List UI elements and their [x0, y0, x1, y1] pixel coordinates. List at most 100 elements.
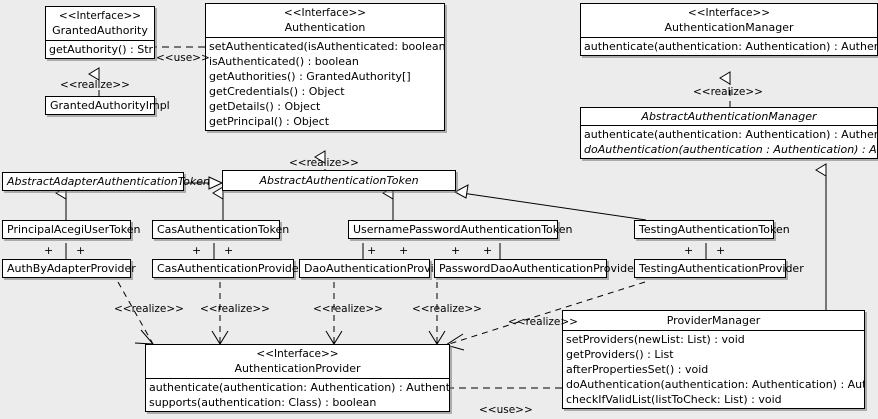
class-abstract-authentication-manager[interactable]: AbstractAuthenticationManager authentica… — [580, 107, 878, 159]
member-item: getProviders() : List — [566, 348, 674, 361]
edge-label-realize-dao-provider: <<realize>> — [313, 303, 383, 315]
class-name-label: GrantedAuthorityImpl — [50, 99, 170, 112]
edge-label-realize-testing-provider: <<realize>> — [508, 316, 578, 328]
class-name-label: UsernamePasswordAuthenticationToken — [353, 223, 573, 236]
member-item: setProviders(newList: List) : void — [566, 333, 745, 346]
member-item: afterPropertiesSet() : void — [566, 363, 709, 376]
edge-generalize-testing-token — [453, 184, 647, 221]
class-header: PrincipalAcegiUserToken — [3, 221, 141, 238]
member-item: doAuthentication(authentication : Authen… — [584, 143, 877, 156]
class-header: <<Interface>> Authentication — [206, 4, 444, 37]
class-authentication[interactable]: <<Interface>> Authentication setAuthenti… — [205, 3, 445, 131]
class-header: <<Interface>> AuthenticationManager — [581, 4, 877, 37]
class-granted-authority[interactable]: <<Interface>> GrantedAuthority getAuthor… — [45, 6, 155, 59]
class-cas-authentication-token[interactable]: CasAuthenticationToken — [152, 220, 290, 239]
member-list: setProviders(newList: List) : void getPr… — [563, 330, 864, 408]
stereotype-label: <<Interface>> — [256, 348, 339, 360]
member-item: getDetails() : Object — [209, 100, 321, 113]
member-item: setAuthenticated(isAuthenticated: boolea… — [209, 40, 444, 53]
class-header: <<Interface>> AuthenticationProvider — [146, 345, 449, 378]
multiplicity-upat-mid: + — [399, 244, 409, 257]
edge-label-realize-authentication-manager: <<realize>> — [693, 86, 763, 98]
class-name-label: TestingAuthenticationToken — [639, 223, 790, 236]
class-header: <<Interface>> GrantedAuthority — [46, 7, 154, 40]
class-name-label: CasAuthenticationProvider — [157, 262, 304, 275]
member-item: authenticate(authentication: Authenticat… — [584, 128, 877, 141]
multiplicity-upat-right: + — [451, 244, 461, 257]
class-header: DaoAuthenticationProvider — [300, 260, 452, 277]
class-header: TestingAuthenticationProvider — [635, 260, 804, 277]
class-name-label: GrantedAuthority — [52, 24, 148, 37]
class-header: ProviderManager — [563, 311, 864, 330]
member-item: supports(authentication: Class) : boolea… — [149, 396, 377, 409]
multiplicity-cas-left: + — [192, 244, 202, 257]
class-name-label: AuthenticationManager — [664, 21, 794, 34]
member-list: getAuthority() : String — [46, 40, 154, 58]
member-item: getAuthority() : String — [49, 43, 154, 56]
edge-label-use-provider-manager: <<use>> — [479, 404, 533, 416]
multiplicity-testing-right: + — [716, 244, 726, 257]
member-list: setAuthenticated(isAuthenticated: boolea… — [206, 37, 444, 130]
member-list: authenticate(authentication: Authenticat… — [146, 378, 449, 411]
class-abstract-authentication-token[interactable]: AbstractAuthenticationToken — [222, 170, 456, 191]
class-password-dao-authentication-provider[interactable]: PasswordDaoAuthenticationProvider — [434, 259, 639, 278]
member-item: getAuthorities() : GrantedAuthority[] — [209, 70, 411, 83]
multiplicity-principal-left: + — [44, 244, 54, 257]
class-name-label: DaoAuthenticationProvider — [304, 262, 452, 275]
class-authentication-provider[interactable]: <<Interface>> AuthenticationProvider aut… — [145, 344, 450, 412]
multiplicity-cas-right: + — [224, 244, 234, 257]
edge-label-realize-password-dao-provider: <<realize>> — [412, 303, 482, 315]
class-provider-manager[interactable]: ProviderManager setProviders(newList: Li… — [562, 310, 865, 409]
class-username-password-authentication-token[interactable]: UsernamePasswordAuthenticationToken — [348, 220, 573, 239]
class-name-label: AbstractAdapterAuthenticationToken — [7, 175, 210, 188]
edge-label-realize-granted-authority-impl: <<realize>> — [60, 79, 130, 91]
class-header: AbstractAdapterAuthenticationToken — [3, 173, 210, 190]
class-header: CasAuthenticationToken — [153, 221, 290, 238]
member-item: doAuthentication(authentication: Authent… — [566, 378, 864, 391]
member-list: authenticate(authentication: Authenticat… — [581, 37, 877, 55]
multiplicity-upat-left: + — [367, 244, 377, 257]
class-auth-by-adapter-provider[interactable]: AuthByAdapterProvider — [2, 259, 136, 278]
class-principal-acegi-user-token[interactable]: PrincipalAcegiUserToken — [2, 220, 141, 239]
stereotype-label: <<Interface>> — [58, 10, 142, 22]
class-testing-authentication-token[interactable]: TestingAuthenticationToken — [634, 220, 790, 239]
class-authentication-manager[interactable]: <<Interface>> AuthenticationManager auth… — [580, 3, 878, 56]
member-item: isAuthenticated() : boolean — [209, 55, 359, 68]
class-dao-authentication-provider[interactable]: DaoAuthenticationProvider — [299, 259, 452, 278]
class-header: TestingAuthenticationToken — [635, 221, 790, 238]
edge-label-use-granted-authority: <<use>> — [156, 52, 210, 64]
class-name-label: CasAuthenticationToken — [157, 223, 290, 236]
class-name-label: AuthenticationProvider — [234, 362, 361, 375]
class-name-label: AuthByAdapterProvider — [7, 262, 136, 275]
member-item: getCredentials() : Object — [209, 85, 345, 98]
edge-label-realize-auth-by-adapter: <<realize>> — [114, 303, 184, 315]
class-header: PasswordDaoAuthenticationProvider — [435, 260, 639, 277]
member-list: authenticate(authentication: Authenticat… — [581, 125, 877, 158]
edge-label-realize-authentication: <<realize>> — [289, 157, 359, 169]
edge-label-realize-cas-provider: <<realize>> — [200, 303, 270, 315]
class-name-label: AbstractAuthenticationManager — [641, 110, 817, 123]
member-item: authenticate(authentication: Authenticat… — [584, 40, 877, 53]
class-name-label: ProviderManager — [666, 314, 761, 327]
class-name-label: Authentication — [284, 21, 366, 34]
class-header: CasAuthenticationProvider — [153, 260, 304, 277]
class-testing-authentication-provider[interactable]: TestingAuthenticationProvider — [634, 259, 804, 278]
class-abstract-adapter-authentication-token[interactable]: AbstractAdapterAuthenticationToken — [2, 172, 210, 191]
class-name-label: PasswordDaoAuthenticationProvider — [439, 262, 639, 275]
member-item: getPrincipal() : Object — [209, 115, 330, 128]
member-item: checkIfValidList(listToCheck: List) : vo… — [566, 393, 782, 406]
class-name-label: AbstractAuthenticationToken — [259, 174, 419, 187]
class-cas-authentication-provider[interactable]: CasAuthenticationProvider — [152, 259, 304, 278]
class-name-label: PrincipalAcegiUserToken — [7, 223, 141, 236]
class-header: AuthByAdapterProvider — [3, 260, 136, 277]
member-item: authenticate(authentication: Authenticat… — [149, 381, 449, 394]
class-header: UsernamePasswordAuthenticationToken — [349, 221, 573, 238]
multiplicity-testing-left: + — [684, 244, 694, 257]
class-granted-authority-impl[interactable]: GrantedAuthorityImpl — [45, 96, 170, 115]
stereotype-label: <<Interface>> — [687, 7, 771, 19]
class-header: AbstractAuthenticationManager — [581, 108, 877, 125]
class-header: GrantedAuthorityImpl — [46, 97, 170, 114]
stereotype-label: <<Interface>> — [283, 7, 367, 19]
multiplicity-principal-right: + — [76, 244, 86, 257]
